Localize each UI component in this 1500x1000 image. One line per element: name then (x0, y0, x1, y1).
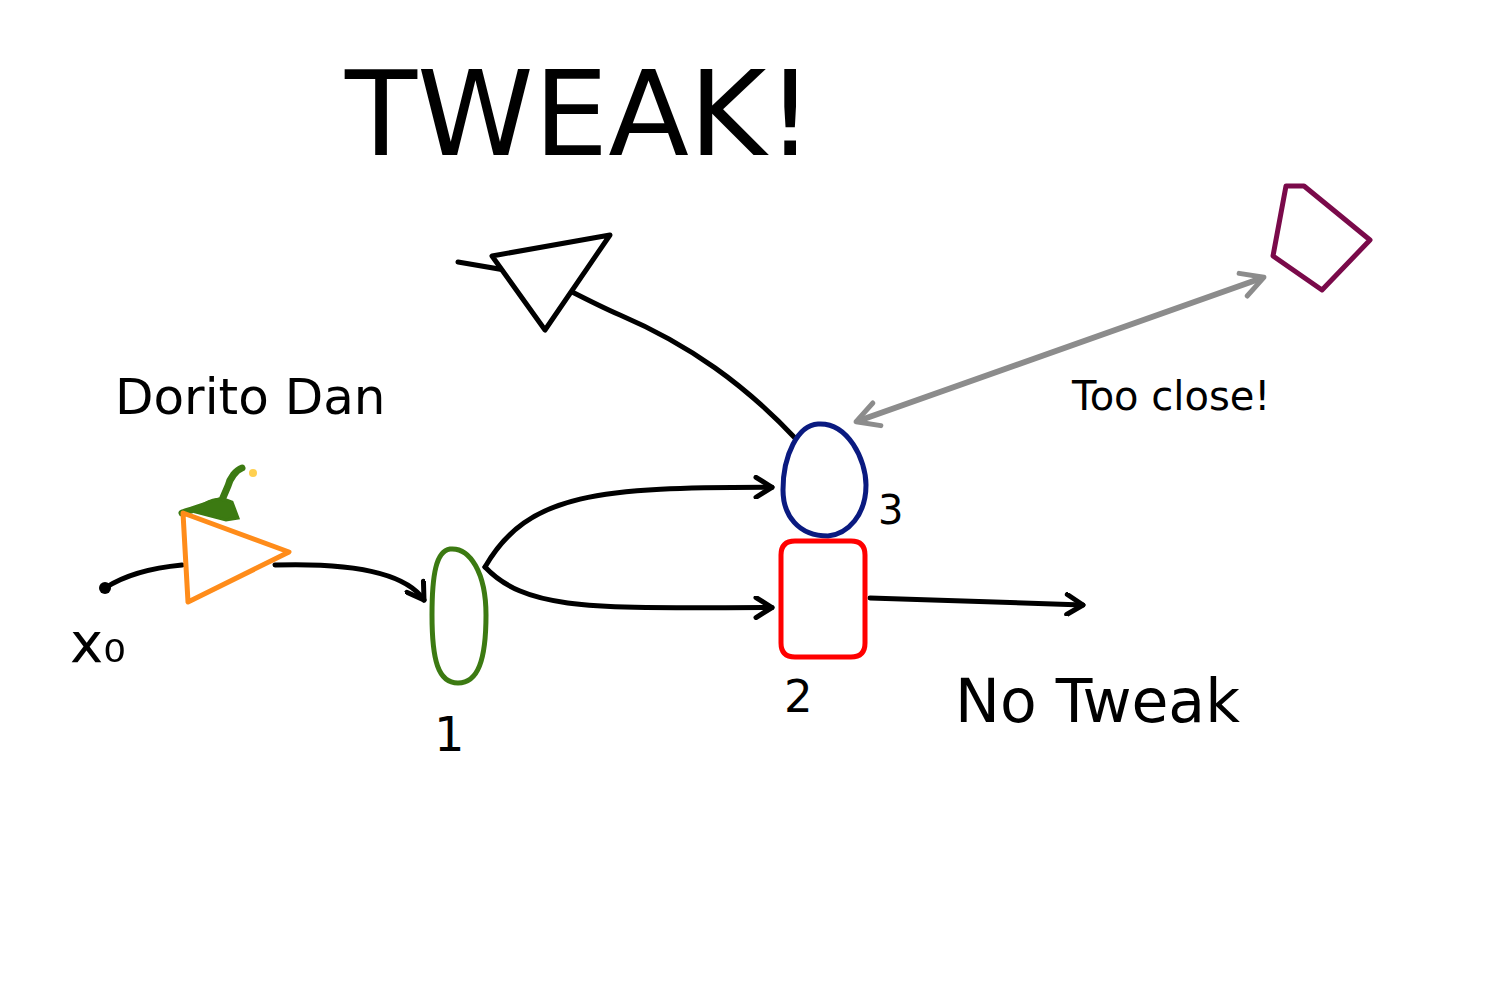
dino-dot (249, 469, 257, 477)
transition-arrow (485, 567, 772, 608)
node-outline-path (183, 513, 289, 602)
node-label: 3 (878, 488, 903, 532)
node-outline (428, 545, 490, 687)
node-outline-path (781, 541, 865, 657)
node-outline (778, 538, 868, 660)
no-tweak-arrow (870, 598, 1083, 605)
result-note: No Tweak (955, 668, 1240, 734)
node-label: 1 (434, 708, 465, 761)
tweak-arrow-line (540, 276, 795, 438)
state-circle: 3 (778, 420, 870, 538)
transition-arrow (275, 565, 424, 600)
node-outline (778, 420, 870, 538)
tweak-arrow-head (492, 235, 610, 330)
warning-note: Too close! (1072, 374, 1270, 418)
node-outline-path (783, 424, 866, 536)
start-label: x₀ (70, 612, 126, 674)
title-note: TWEAK! (345, 50, 814, 180)
node-label: Dorito Dan (115, 370, 385, 425)
state-blob: 1 (428, 545, 490, 687)
trajectory-line (105, 565, 182, 588)
node-outline (180, 510, 292, 605)
obstacle-shape (1273, 186, 1370, 290)
node-outline-path (432, 549, 486, 683)
state-box: 2 (778, 538, 868, 660)
dino-body (196, 499, 238, 520)
node-label: 2 (784, 672, 813, 722)
dorito-triangle: Dorito Dan (180, 510, 292, 605)
transition-arrow (485, 487, 772, 567)
